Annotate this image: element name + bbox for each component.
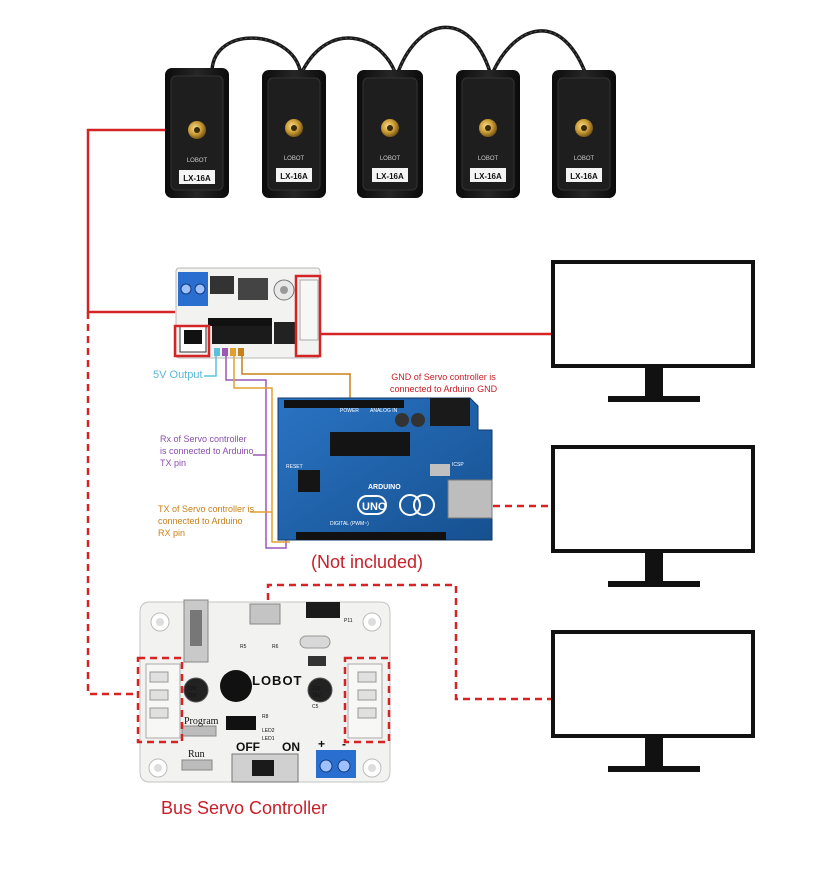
gnd-note: GND of Servo controller is connected to … xyxy=(390,371,497,395)
tx-note-line-2: connected to Arduino xyxy=(158,516,243,527)
debug-board-highlights xyxy=(173,274,322,358)
tx-note: TX of Servo controller is connected to A… xyxy=(158,503,254,539)
switch-off-label: OFF xyxy=(236,740,260,754)
arduino-model: UNO xyxy=(362,501,387,513)
servo-model: LX-16A xyxy=(570,172,598,181)
servo-brand: LOBOT xyxy=(379,156,401,162)
controller-board xyxy=(139,599,391,783)
servo-motor xyxy=(165,68,229,198)
terminal-plus: + xyxy=(318,737,326,751)
servo-motor xyxy=(456,70,520,198)
program-label: Program xyxy=(184,716,219,727)
servo-motor xyxy=(262,70,326,198)
servo-brand: LOBOT xyxy=(186,158,208,164)
rx-note-line-1: Rx of Servo controller xyxy=(160,434,247,444)
debug-board xyxy=(175,267,321,359)
cap-mark: 16V xyxy=(312,693,321,699)
servo-brand: LOBOT xyxy=(477,156,499,162)
silk-c5: C5 xyxy=(312,704,319,710)
servo-label: LOBOT LX-16A xyxy=(470,156,506,181)
arduino-reset-mark: RESET xyxy=(286,464,303,470)
not-included-label: (Not included) xyxy=(311,552,424,572)
monitor-icon xyxy=(551,445,755,587)
servo-cables-twist xyxy=(211,26,586,73)
silk-r5: R5 xyxy=(240,644,247,650)
controller-highlights xyxy=(136,656,391,744)
gnd-note-line-2: connected to Arduino GND xyxy=(390,384,498,395)
switch-on-label: ON xyxy=(282,740,300,754)
uart-leads xyxy=(204,356,351,549)
servo-cables xyxy=(210,25,587,74)
silk-p11: P11 xyxy=(344,618,353,624)
servo-model: LX-16A xyxy=(280,172,308,181)
servo-model: LX-16A xyxy=(474,172,502,181)
monitor-icon xyxy=(551,630,755,772)
tx-note-line-3: RX pin xyxy=(158,528,186,539)
rx-note-line-2: is connected to Arduino xyxy=(160,446,254,457)
signal-wires-dashed xyxy=(86,312,553,701)
terminal-minus: - xyxy=(342,737,346,751)
silk-led2: LED2 xyxy=(262,728,275,734)
controller-title: Bus Servo Controller xyxy=(161,798,328,818)
arduino-brand: ARDUINO xyxy=(368,484,401,491)
silk-led1: LED1 xyxy=(262,736,275,742)
servo-brand: LOBOT xyxy=(573,156,595,162)
silk-r8: R8 xyxy=(262,714,269,720)
silk-r6: R6 xyxy=(272,644,279,650)
servo-brand: LOBOT xyxy=(283,156,305,162)
arduino-power-mark: POWER xyxy=(340,408,359,414)
arduino-analog-mark: ANALOG IN xyxy=(370,408,398,414)
rx-note-line-3: TX pin xyxy=(160,458,187,469)
power-wires xyxy=(86,128,553,336)
tx-note-line-1: TX of Servo controller is xyxy=(158,504,255,514)
servo-label: LOBOT LX-16A xyxy=(566,156,602,181)
servo-motor xyxy=(552,70,616,198)
servo-motor xyxy=(357,70,423,198)
servo-model: LX-16A xyxy=(183,174,211,183)
cap-mark: 220 xyxy=(312,686,321,692)
run-label: Run xyxy=(188,749,205,760)
cap-mark: 16V xyxy=(188,693,197,699)
arduino-digital-mark: DIGITAL (PWM~) xyxy=(330,521,369,527)
controller-logo: LOBOT xyxy=(252,673,303,688)
servo-label: LOBOT LX-16A xyxy=(276,156,312,181)
gnd-note-line-1: GND of Servo controller is xyxy=(391,372,496,382)
five-volt-output-label: 5V Output xyxy=(153,369,203,381)
servo-model: LX-16A xyxy=(376,172,404,181)
servo-label: LOBOT LX-16A xyxy=(179,158,215,183)
arduino-board xyxy=(277,397,493,541)
monitor-icon xyxy=(551,260,755,402)
servo-label: LOBOT LX-16A xyxy=(372,156,408,181)
cap-mark: 220 xyxy=(188,686,197,692)
arduino-icsp-mark: ICSP xyxy=(452,462,464,468)
rx-note: Rx of Servo controller is connected to A… xyxy=(160,433,254,469)
